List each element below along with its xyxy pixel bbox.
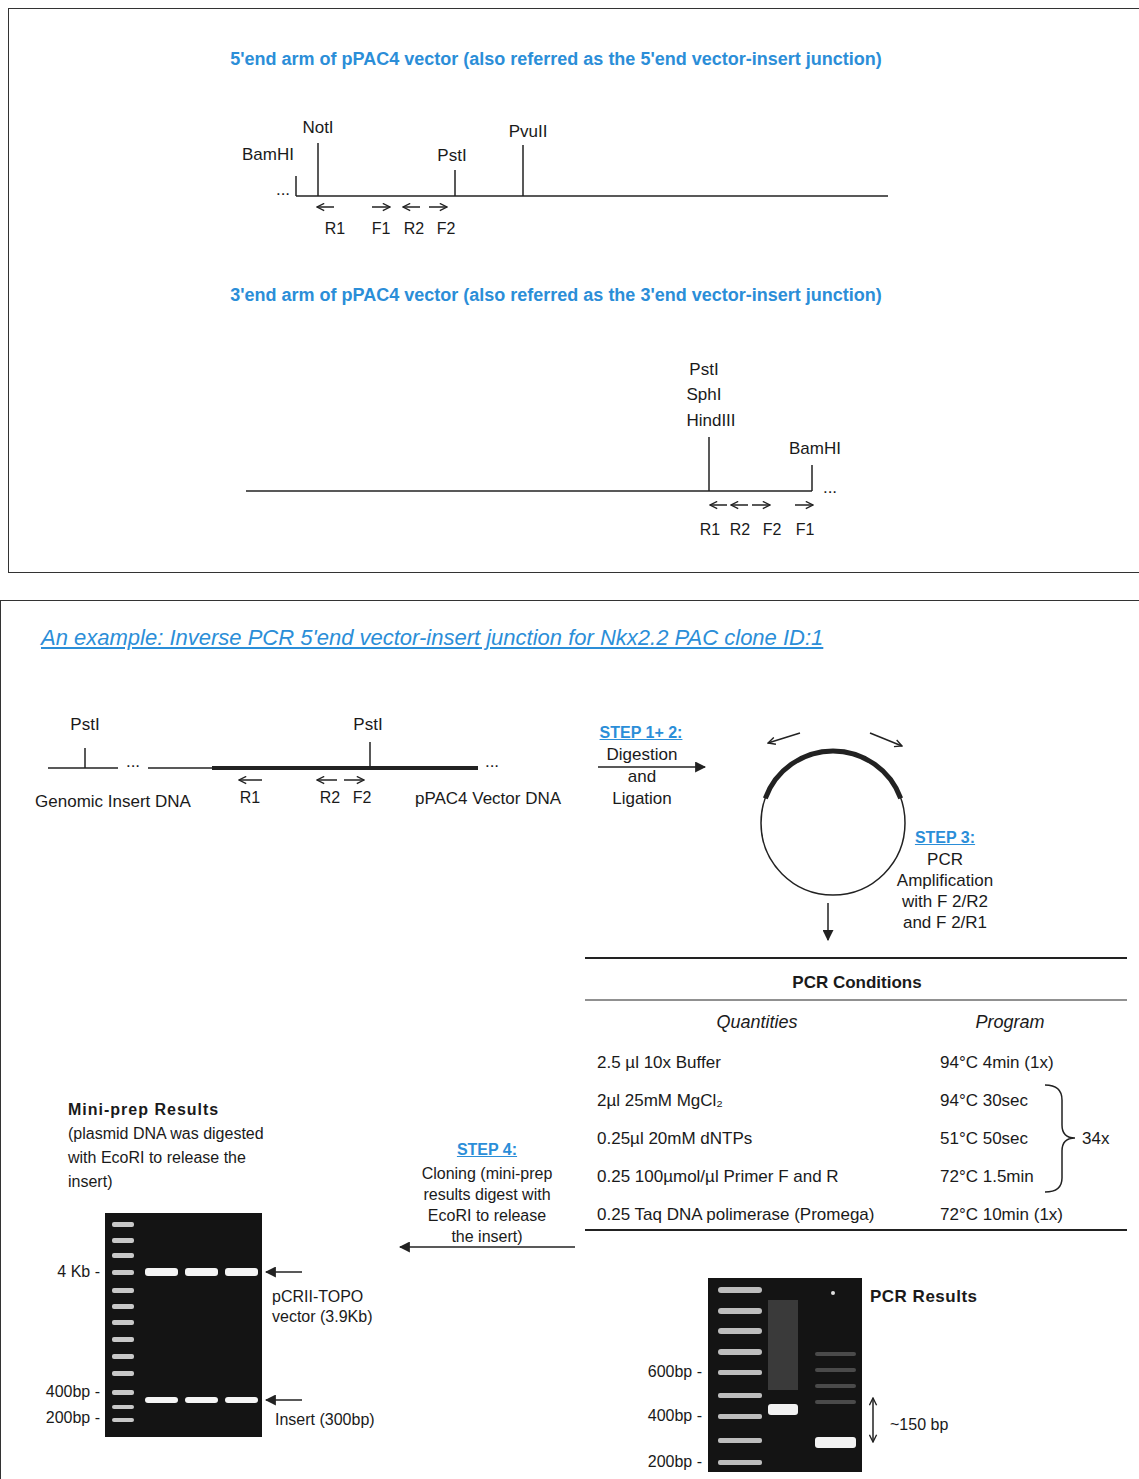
note-text: 51°C 50sec — [940, 1128, 1028, 1149]
note-text: 0.25 100µmol/µl Primer F and R — [597, 1166, 839, 1187]
enzyme-site: PstI — [70, 715, 99, 735]
gel-label: 4 Kb - — [57, 1262, 100, 1282]
panel-heading: 5'end arm of pPAC4 vector (also referred… — [230, 49, 881, 70]
enzyme-site: BamHI — [789, 439, 841, 459]
primer-name: R1 — [700, 521, 720, 539]
enzyme-site: PstI — [689, 360, 718, 380]
note-text: Genomic Insert DNA — [35, 791, 191, 812]
gel-heading: PCR Results — [870, 1287, 978, 1307]
enzyme-site: PstI — [353, 715, 382, 735]
miniprep-gel — [105, 1213, 262, 1437]
gel-heading: (plasmid DNA was digested with EcoRI to … — [68, 1125, 264, 1190]
enzyme-site: BamHI — [242, 145, 294, 165]
note-text: 0.25µl 20mM dNTPs — [597, 1128, 752, 1149]
gel-label: 400bp - — [648, 1406, 702, 1426]
vector-3-arm — [246, 437, 813, 505]
panel-heading: 3'end arm of pPAC4 vector (also referred… — [230, 285, 881, 306]
note-text: 2.5 µl 10x Buffer — [597, 1052, 721, 1073]
note-text: 34x — [1082, 1128, 1109, 1149]
column-heading: Program — [975, 1012, 1044, 1033]
note-text: 94°C 30sec — [940, 1090, 1028, 1111]
note-text: Digestion and Ligation — [600, 744, 684, 810]
step-heading: STEP 1+ 2: — [600, 724, 683, 742]
enzyme-site: PstI — [437, 146, 466, 166]
gel-caption: Mini-prep Results (plasmid DNA was diges… — [68, 1098, 283, 1194]
table-heading: PCR Conditions — [792, 973, 921, 993]
cycle-brace — [1045, 1085, 1075, 1192]
gel-label: ~150 bp — [890, 1415, 948, 1435]
note-text: 0.25 Taq DNA polimerase (Promega) — [597, 1204, 875, 1225]
primer-name: F2 — [437, 220, 456, 238]
primer-name: F2 — [763, 521, 782, 539]
note-text: 72°C 10min (1x) — [940, 1204, 1063, 1225]
gel-label: 200bp - — [46, 1408, 100, 1428]
ellipsis: ... — [126, 752, 140, 772]
note-text: 2µl 25mM MgCl₂ — [597, 1090, 723, 1111]
primer-name: R1 — [240, 789, 260, 807]
ellipsis: ... — [823, 478, 837, 498]
step-heading: STEP 3: — [915, 829, 975, 847]
enzyme-site: PvuII — [509, 122, 548, 142]
example-map — [48, 742, 478, 780]
gel-label: Insert (300bp) — [275, 1410, 375, 1430]
note-text: pPAC4 Vector DNA — [415, 788, 561, 809]
column-heading: Quantities — [716, 1012, 797, 1033]
step-arrow — [400, 1246, 575, 1248]
figure-panel: 5'end arm of pPAC4 vector (also referred… — [8, 8, 1139, 573]
note-text: 94°C 4min (1x) — [940, 1052, 1054, 1073]
note-text: 72°C 1.5min — [940, 1166, 1034, 1187]
primer-name: R2 — [320, 789, 340, 807]
size-span — [872, 1398, 874, 1442]
panel-heading: An example: Inverse PCR 5'end vector-ins… — [41, 625, 823, 651]
primer-name: R2 — [404, 220, 424, 238]
ligated-circle — [761, 733, 905, 895]
step-text: Cloning (mini-prep results digest with E… — [417, 1163, 557, 1247]
example-panel: An example: Inverse PCR 5'end vector-ins… — [0, 600, 1139, 1479]
enzyme-site: NotI — [302, 118, 333, 138]
primer-name: F2 — [353, 789, 372, 807]
pcr-gel — [708, 1278, 862, 1472]
gel-label: 400bp - — [46, 1382, 100, 1402]
enzyme-site: SphI — [687, 385, 722, 405]
vector-5-arm — [296, 143, 888, 207]
step-heading: STEP 4: — [457, 1141, 517, 1159]
ellipsis: ... — [276, 180, 290, 200]
primer-name: F1 — [372, 220, 391, 238]
primer-name: R2 — [730, 521, 750, 539]
step-arrow — [827, 903, 829, 940]
note-text: PCR Amplification with F 2/R2 and F 2/R1 — [886, 849, 1004, 933]
gel-label: 600bp - — [648, 1362, 702, 1382]
table-rules — [585, 958, 1127, 1230]
gel-heading: Mini-prep Results — [68, 1101, 219, 1118]
gel-label: pCRII-TOPO vector (3.9Kb) — [272, 1287, 402, 1327]
primer-name: R1 — [325, 220, 345, 238]
primer-name: F1 — [796, 521, 815, 539]
ellipsis: ... — [485, 752, 499, 772]
enzyme-site: HindIII — [686, 411, 735, 431]
gel-label: 200bp - — [648, 1452, 702, 1472]
